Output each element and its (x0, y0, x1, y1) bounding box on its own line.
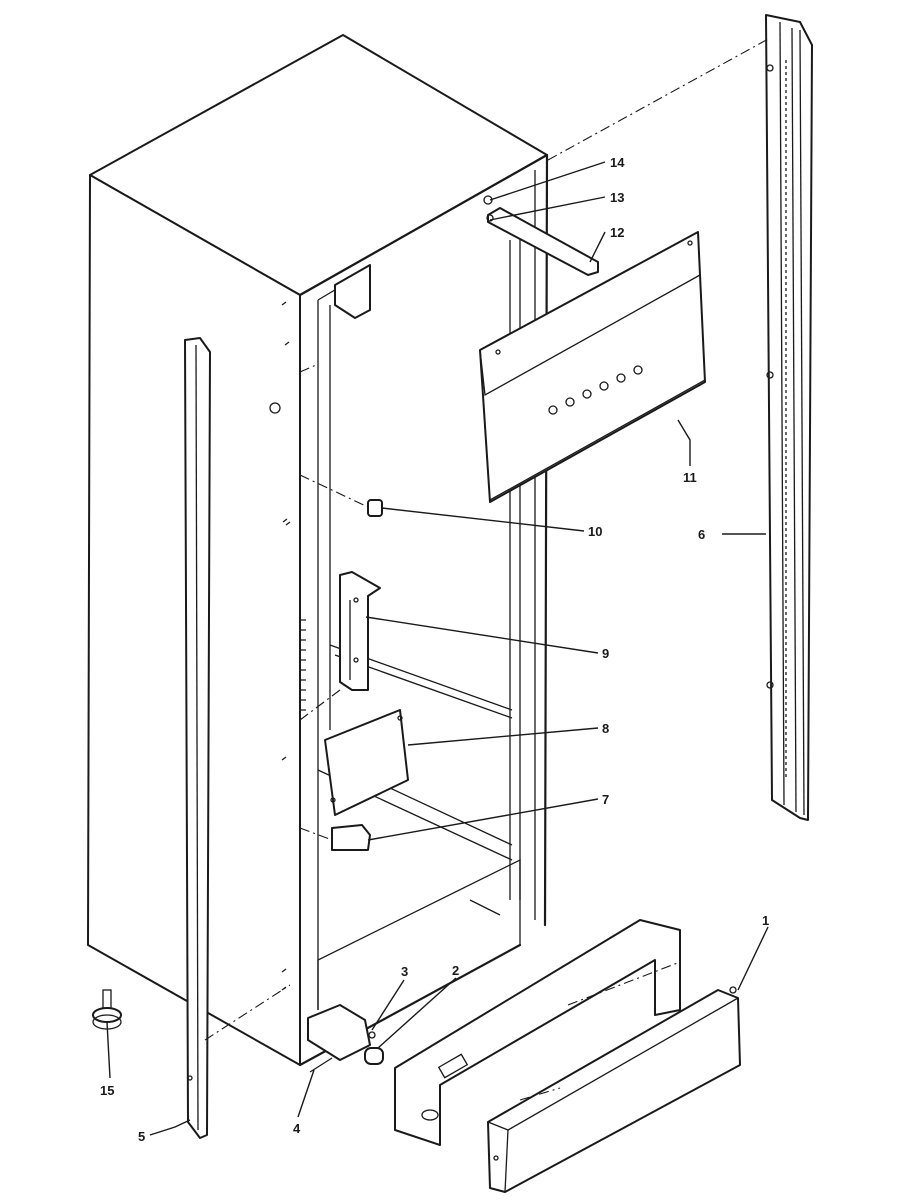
callout-6: 6 (698, 527, 705, 542)
part-9-hinge-bracket (339, 571, 381, 691)
callout-9: 9 (602, 646, 609, 661)
callout-10: 10 (588, 524, 602, 539)
callout-11: 11 (683, 470, 697, 485)
part-5-left-trim-strip (184, 337, 211, 1139)
part-12-14-top-brackets (483, 195, 599, 276)
callout-2: 2 (452, 963, 459, 978)
callout-7: 7 (602, 792, 609, 807)
cabinet-body (87, 34, 549, 1067)
callout-1: 1 (762, 913, 769, 928)
part-2-4-lower-hinge (307, 1004, 384, 1073)
callout-12: 12 (610, 225, 624, 240)
callout-15: 15 (100, 1083, 114, 1098)
leader-lines (106, 161, 769, 1136)
callout-14: 14 (610, 155, 625, 170)
callout-5: 5 (138, 1129, 145, 1144)
part-8-cover-plate (324, 709, 409, 816)
callout-4: 4 (293, 1121, 301, 1136)
part-6-right-hinge-strip (765, 14, 813, 821)
callout-13: 13 (610, 190, 624, 205)
part-7-clip (331, 824, 371, 851)
callout-labels: 1 2 3 4 5 6 7 8 9 10 11 12 13 14 15 (100, 155, 769, 1144)
callout-8: 8 (602, 721, 609, 736)
callout-3: 3 (401, 964, 408, 979)
assembly-centerlines (204, 37, 771, 1101)
part-11-control-panel (479, 231, 706, 503)
part-1-toe-grille (394, 919, 741, 1193)
